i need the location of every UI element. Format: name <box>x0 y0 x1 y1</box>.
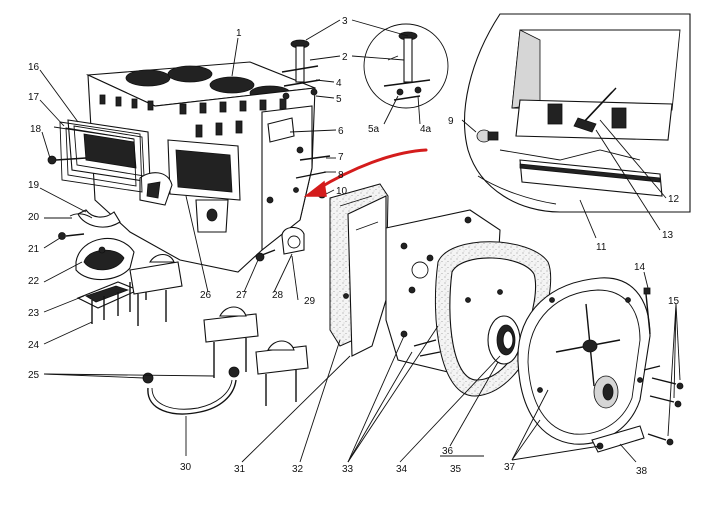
label-9: 9 <box>448 116 454 127</box>
label-24: 24 <box>28 340 40 351</box>
label-29: 29 <box>304 296 316 307</box>
detail-inset-4a-5a <box>363 23 449 109</box>
label-32: 32 <box>292 464 304 475</box>
label-6: 6 <box>338 126 344 137</box>
label-20: 20 <box>28 212 40 223</box>
bearing-caps-middle <box>129 253 309 406</box>
main-bearing-cap-22 <box>75 237 135 281</box>
bolts-15 <box>647 377 684 446</box>
label-37: 37 <box>504 462 516 473</box>
oil-pipe-30 <box>142 366 240 415</box>
end-plate-31 <box>347 195 387 357</box>
bolts-14 <box>643 287 651 335</box>
label-18: 18 <box>30 124 42 135</box>
label-30: 30 <box>180 462 192 473</box>
bearing-shell-19-20 <box>69 209 121 228</box>
label-13: 13 <box>662 230 674 241</box>
label-38: 38 <box>636 466 648 477</box>
label-21: 21 <box>28 244 40 255</box>
label-16: 16 <box>28 62 40 73</box>
label-4a: 4a <box>420 124 432 135</box>
top-fittings-2-5 <box>281 39 321 100</box>
timing-cover-37 <box>517 277 651 445</box>
label-15: 15 <box>668 296 680 307</box>
label-35: 35 <box>450 464 462 475</box>
bolt-21 <box>58 232 85 240</box>
label-8: 8 <box>338 170 344 181</box>
label-11: 11 <box>596 242 607 253</box>
label-14: 14 <box>634 262 646 273</box>
label-7: 7 <box>338 152 344 163</box>
label-31: 31 <box>234 464 246 475</box>
label-34: 34 <box>396 464 408 475</box>
label-2: 2 <box>342 52 348 63</box>
oil-seal-35-36 <box>487 315 521 365</box>
label-25: 25 <box>28 370 40 381</box>
label-36: 36 <box>442 446 454 457</box>
label-5: 5 <box>336 94 342 105</box>
label-10: 10 <box>336 186 348 197</box>
detail-inset-11-13 <box>463 13 691 213</box>
label-22: 22 <box>28 276 40 287</box>
label-1: 1 <box>236 28 242 39</box>
label-28: 28 <box>272 290 284 301</box>
label-33: 33 <box>342 464 354 475</box>
label-4: 4 <box>336 78 342 89</box>
label-12: 12 <box>668 194 680 205</box>
label-23: 23 <box>28 308 40 319</box>
plug-9 <box>476 129 499 143</box>
label-5a: 5a <box>368 124 380 135</box>
bearing-cap-23 <box>76 281 140 309</box>
label-17: 17 <box>28 92 40 103</box>
red-pointer-arrow <box>303 148 428 197</box>
label-3: 3 <box>342 16 348 27</box>
label-19: 19 <box>28 180 40 191</box>
engine-block <box>67 61 316 273</box>
part-number-labels: 1 3 2 4 5 5a 4a 6 7 8 10 9 11 12 13 14 1… <box>28 16 680 477</box>
label-26: 26 <box>200 290 212 301</box>
leader-lines <box>39 19 681 463</box>
label-27: 27 <box>236 290 248 301</box>
